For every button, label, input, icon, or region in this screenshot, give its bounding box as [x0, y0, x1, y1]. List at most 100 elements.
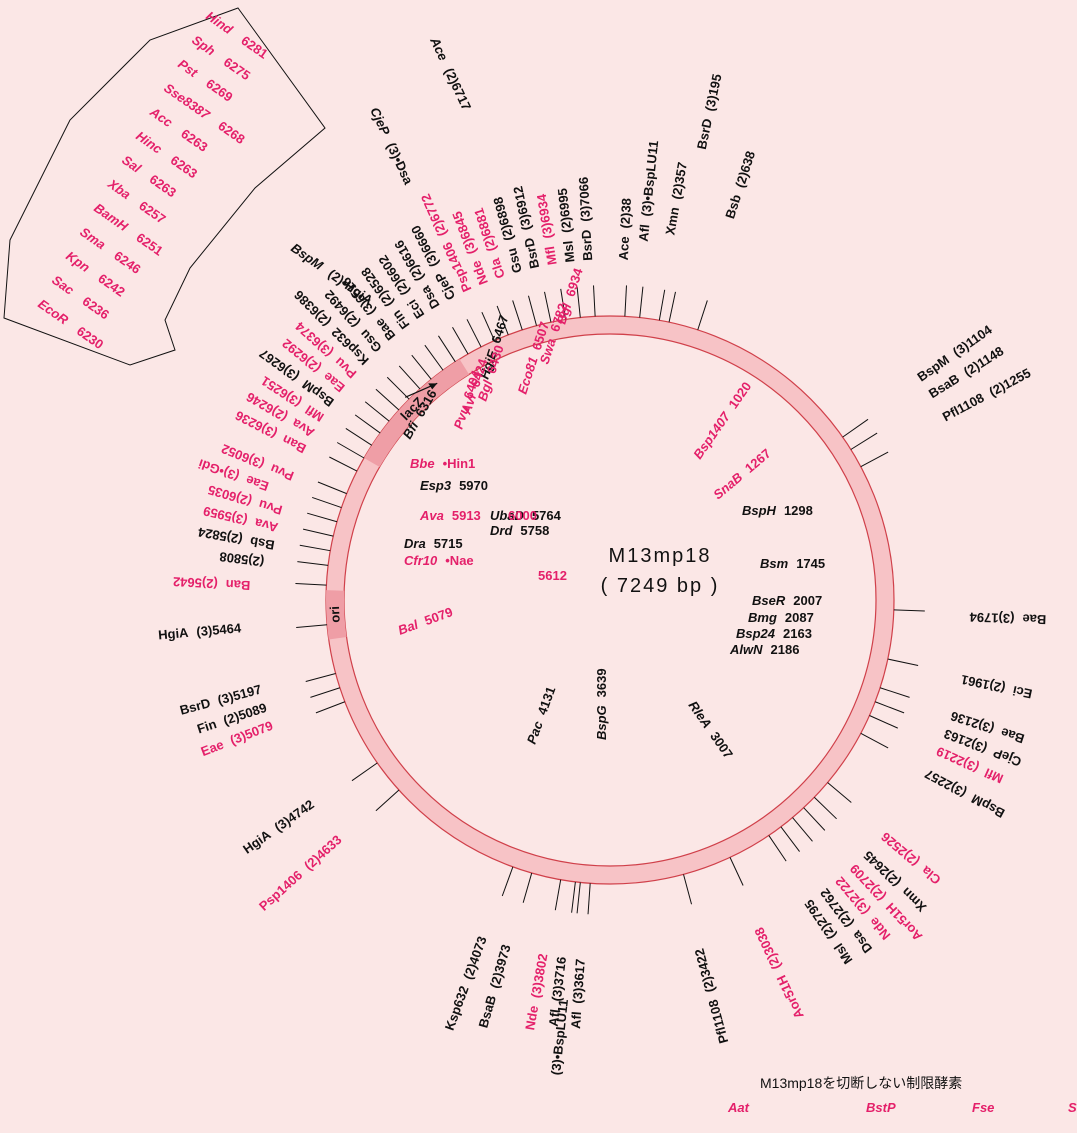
site-name: Cla — [918, 863, 944, 888]
site-label: Bae(3)1794 — [893, 609, 1047, 627]
site-position: (2)38 — [617, 198, 634, 229]
svg-text:Aor51H(2)3038: Aor51H(2)3038 — [751, 925, 806, 1021]
site-tick — [481, 312, 495, 341]
site-tick — [813, 796, 837, 820]
site-label: Bsb(2)638 — [697, 149, 758, 331]
svg-text:Psp1406(2)4633: Psp1406(2)4633 — [256, 832, 344, 914]
site-name: BspM — [969, 791, 1007, 821]
site-tick — [887, 658, 919, 666]
site-name: Ava — [252, 515, 279, 535]
site-tick — [560, 288, 567, 320]
mcs-position: 6281 — [238, 33, 270, 62]
site-tick — [768, 835, 787, 862]
site-name: Msl — [831, 941, 856, 967]
mcs-position: 6263 — [147, 171, 179, 200]
inner-position: 5079 — [422, 604, 454, 628]
inner-name: Pvu — [451, 404, 473, 431]
site-tick — [842, 418, 869, 438]
site-label: Psp1406(2)4633 — [256, 789, 400, 914]
legend-title: M13mp18を切断しない制限酵素 — [760, 1075, 962, 1091]
mcs-name: Acc — [146, 104, 176, 131]
inner-name: Bal — [396, 617, 421, 638]
site-name: Ban — [225, 577, 250, 593]
inner-name: Esp3 — [420, 478, 452, 493]
mcs-name: EcoR — [35, 296, 71, 328]
mcs-name: Hinc — [133, 128, 165, 157]
mcs-site: Sse83876268 — [161, 80, 247, 147]
site-name: BsrD — [178, 695, 212, 718]
site-position: (2)4073 — [460, 934, 489, 981]
mcs-name: Sac — [49, 272, 77, 298]
site-label: Eci(2)1961 — [887, 658, 1034, 702]
mcs-position: 6263 — [168, 152, 200, 181]
site-label: BsrD(3)7066 — [576, 177, 596, 317]
site-position: (2)1961 — [960, 672, 1007, 696]
site-tick — [317, 481, 347, 495]
inner-label: 5612 — [538, 568, 567, 583]
inner-position: 6000 — [508, 508, 537, 523]
site-label: Afl(3)•BspLU11 — [636, 140, 661, 318]
site-label: Afl(3)3716 — [546, 881, 576, 1027]
site-label: Msl(2)6995 — [555, 187, 581, 318]
inner-position: 5970 — [459, 478, 488, 493]
mcs-position: 6275 — [221, 54, 253, 83]
inner-position: 6934 — [563, 266, 586, 299]
inner-position: 5758 — [520, 523, 549, 538]
svg-text:Xmn(2)357: Xmn(2)357 — [662, 161, 690, 236]
site-tick — [295, 583, 327, 586]
inner-position: 1267 — [742, 446, 774, 476]
site-tick — [398, 365, 421, 390]
site-name: Eae — [244, 472, 271, 494]
inner-position: •Nae — [445, 553, 473, 568]
site-position: (3)6912 — [510, 185, 534, 232]
inner-position: 2186 — [771, 642, 800, 657]
svg-text:HgiA(3)5464: HgiA(3)5464 — [158, 620, 243, 642]
site-name: Bsb — [722, 192, 744, 220]
site-tick — [354, 414, 381, 434]
site-name: Xmn — [662, 206, 682, 236]
svg-text:Ban(2)5642: Ban(2)5642 — [173, 574, 251, 593]
site-tick — [297, 561, 329, 566]
svg-text:BsrD(3)7066: BsrD(3)7066 — [576, 177, 595, 262]
site-label: BsaB(2)1148 — [850, 343, 1006, 450]
site-name: Aor51H — [774, 973, 807, 1021]
inner-position: 5612 — [538, 568, 567, 583]
feature-lacz — [364, 359, 470, 468]
inner-position: 5715 — [434, 536, 463, 551]
site-name: Bsb — [249, 534, 276, 553]
svg-text:BsrD(3)195: BsrD(3)195 — [694, 73, 725, 151]
site-name: Nde — [522, 1004, 541, 1031]
site-tick — [302, 528, 334, 537]
site-tick — [827, 782, 852, 803]
inner-name: Ava — [419, 508, 444, 523]
inner-label: BspG3639 — [594, 668, 609, 740]
site-tick — [544, 291, 552, 323]
inner-layer: Bgl6934Swa6782Eco816507HgiE6467Bgl6430Av… — [396, 266, 825, 762]
site-name: CjeP — [991, 745, 1024, 769]
inner-label: RleA3007 — [686, 698, 736, 761]
site-label: Eae(3)5079 — [199, 701, 346, 759]
inner-label: Pac4131 — [524, 684, 559, 746]
site-label: HgiA(3)5464 — [158, 620, 328, 642]
site-position: (2)3422 — [692, 947, 718, 994]
top-extra-name: BspM — [288, 240, 327, 273]
svg-text:Afl(3)3617: Afl(3)3617 — [568, 958, 588, 1029]
site-tick — [411, 354, 432, 380]
site-position: (2)6995 — [555, 187, 575, 233]
site-tick — [668, 291, 676, 323]
mcs-name: Sma — [77, 224, 108, 252]
top-extra-label: Ace(2)6717 — [427, 34, 474, 113]
inner-position: 1745 — [796, 556, 825, 571]
site-tick — [310, 687, 341, 698]
top-extra-position: (2)6717 — [442, 66, 475, 113]
svg-text:Msl(2)6995: Msl(2)6995 — [555, 187, 578, 263]
site-tick — [593, 285, 596, 317]
site-tick — [571, 881, 576, 913]
plasmid-size: ( 7249 bp ) — [601, 575, 720, 597]
site-tick — [305, 673, 336, 683]
